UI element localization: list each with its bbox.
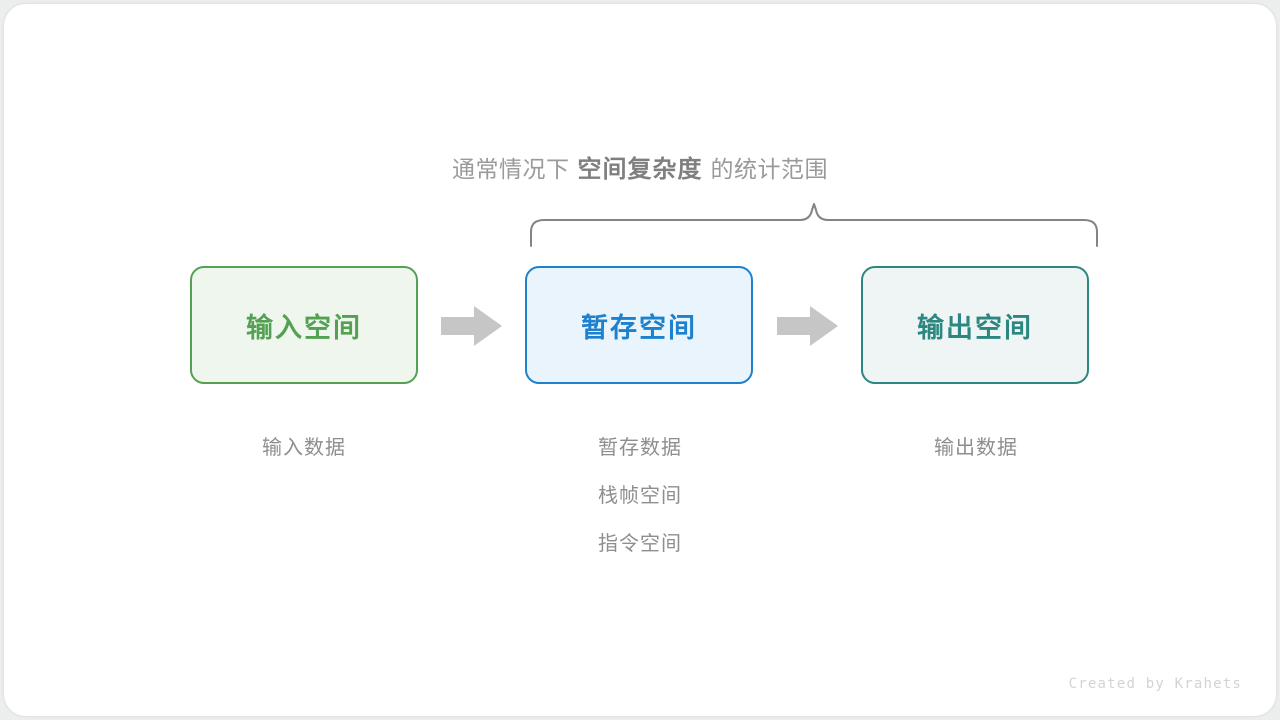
caption-temp-line-2: 栈帧空间 bbox=[598, 485, 682, 507]
caption-temp-line-3: 指令空间 bbox=[598, 533, 682, 555]
right-arrow-icon bbox=[777, 306, 838, 346]
right-arrow-icon bbox=[441, 306, 502, 346]
caption-group-input: 输入数据 bbox=[174, 424, 434, 472]
heading-suffix-text: 的统计范围 bbox=[710, 156, 828, 182]
diagram-stage: 通常情况下空间复杂度的统计范围 输入空间 暂存空间 bbox=[4, 4, 1276, 716]
diagram-caption-heading: 通常情况下空间复杂度的统计范围 bbox=[4, 152, 1276, 187]
node-input-space-label: 输入空间 bbox=[246, 312, 362, 343]
heading-prefix-text: 通常情况下 bbox=[452, 156, 570, 182]
curly-brace-icon bbox=[530, 203, 1098, 247]
caption-group-temp: 暂存数据 栈帧空间 指令空间 bbox=[510, 424, 770, 568]
arrow-temp-to-output bbox=[777, 305, 839, 347]
caption-group-output: 输出数据 bbox=[846, 424, 1106, 472]
diagram-card: 通常情况下空间复杂度的统计范围 输入空间 暂存空间 bbox=[4, 4, 1276, 716]
node-row: 输入空间 暂存空间 输出空间 bbox=[4, 266, 1276, 388]
caption-input-line-1: 输入数据 bbox=[262, 437, 346, 459]
arrow-input-to-temp bbox=[441, 305, 503, 347]
node-output-space-label: 输出空间 bbox=[917, 312, 1033, 343]
footer-credit-text: Created by Krahets bbox=[1068, 676, 1242, 692]
brace-container bbox=[519, 200, 1109, 252]
caption-temp-line-1: 暂存数据 bbox=[598, 437, 682, 459]
node-temp-space[interactable]: 暂存空间 bbox=[525, 266, 753, 384]
caption-row: 输入数据 暂存数据 栈帧空间 指令空间 输出数据 bbox=[4, 424, 1276, 564]
caption-output-line-1: 输出数据 bbox=[934, 437, 1018, 459]
heading-emphasis-text: 空间复杂度 bbox=[577, 156, 703, 183]
node-output-space[interactable]: 输出空间 bbox=[861, 266, 1089, 384]
node-input-space[interactable]: 输入空间 bbox=[190, 266, 418, 384]
node-temp-space-label: 暂存空间 bbox=[581, 312, 697, 343]
